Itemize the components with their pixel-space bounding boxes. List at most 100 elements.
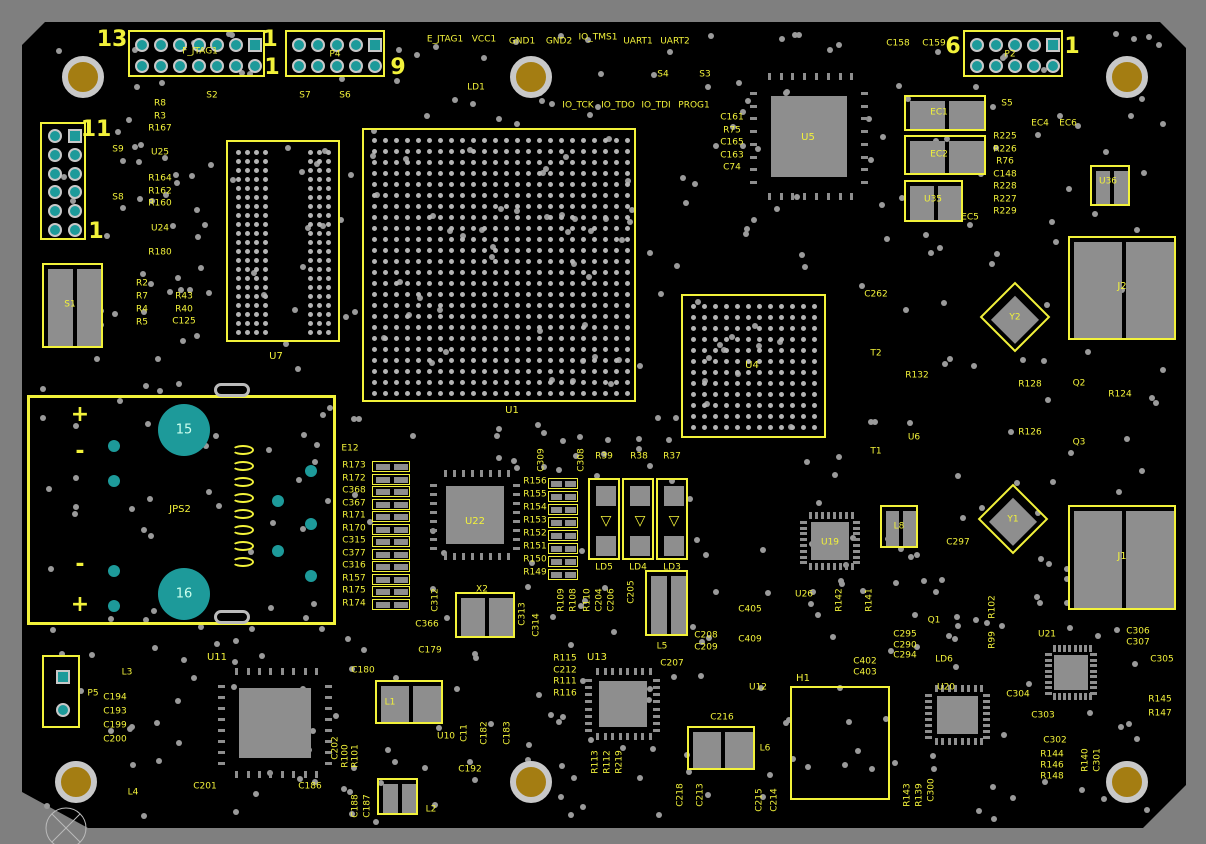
- bga-ball: [460, 193, 465, 198]
- bga-ball: [317, 249, 322, 254]
- bga-ball: [394, 336, 399, 341]
- bga-ball: [757, 403, 762, 408]
- pad: [1074, 511, 1122, 608]
- via: [136, 158, 143, 165]
- bga-ball: [724, 304, 729, 309]
- silk-label-jps2: JPS2: [169, 504, 191, 515]
- bga-ball: [779, 381, 784, 386]
- pin-number: 6: [945, 34, 961, 59]
- via: [655, 812, 662, 819]
- lead: [827, 563, 830, 570]
- bga-ball: [603, 204, 608, 209]
- lead: [513, 483, 520, 487]
- bga-ball: [482, 281, 487, 286]
- lead: [767, 193, 771, 200]
- bga-ball: [746, 414, 751, 419]
- bga-ball: [317, 276, 322, 281]
- bga-ball: [405, 149, 410, 154]
- bga-ball: [526, 215, 531, 220]
- via: [902, 307, 909, 314]
- silk-label-c158: C158: [886, 38, 910, 49]
- mounting-hole: [1106, 56, 1148, 98]
- bga-ball: [449, 237, 454, 242]
- via: [636, 436, 643, 443]
- silk-label-c294: C294: [893, 650, 917, 661]
- via: [301, 432, 308, 439]
- via: [349, 810, 356, 817]
- lead: [611, 733, 615, 740]
- lead: [983, 706, 990, 709]
- silk-label-r101: R101: [350, 744, 361, 768]
- silk-label-r228: R228: [993, 181, 1017, 192]
- pin-pad: [1008, 58, 1022, 73]
- bga-ball: [614, 292, 619, 297]
- lead: [626, 668, 630, 675]
- bga-ball: [383, 391, 388, 396]
- via: [1118, 724, 1125, 731]
- via: [148, 281, 155, 288]
- via: [571, 260, 578, 267]
- pad: [394, 526, 408, 533]
- lead: [1045, 658, 1052, 662]
- bga-ball: [236, 258, 241, 263]
- silk-label-r148: R148: [1040, 771, 1064, 782]
- bga-ball: [372, 160, 377, 165]
- silk-label-c308: C308: [576, 448, 587, 472]
- pad: [910, 141, 945, 173]
- silk-label-c212: C212: [553, 665, 577, 675]
- pin-pad: [191, 58, 206, 73]
- bga-ball: [449, 391, 454, 396]
- bga-ball: [394, 259, 399, 264]
- silk-label-s2: S2: [206, 90, 218, 101]
- bga-ball: [625, 193, 630, 198]
- bga-ball: [308, 249, 313, 254]
- bga-ball: [812, 326, 817, 331]
- bga-ball: [460, 226, 465, 231]
- pad: [551, 533, 562, 539]
- via: [230, 684, 237, 691]
- bga-ball: [548, 193, 553, 198]
- bga-ball: [383, 369, 388, 374]
- bga-ball: [383, 303, 388, 308]
- bga-ball: [263, 168, 268, 173]
- pin-pad: [172, 38, 187, 53]
- bga-ball: [592, 193, 597, 198]
- lead: [603, 733, 607, 740]
- silk-label-c301: C301: [1092, 748, 1103, 772]
- lead: [838, 193, 842, 200]
- mounting-hole: [510, 56, 552, 98]
- via: [155, 355, 162, 362]
- bga-ball: [735, 381, 740, 386]
- silk-label-vcc1: VCC1: [471, 34, 497, 45]
- lead: [513, 537, 520, 541]
- silk-label-r99: R99: [987, 631, 998, 649]
- bga-ball: [603, 369, 608, 374]
- bga-ball: [460, 347, 465, 352]
- bga-ball: [449, 215, 454, 220]
- bga-ball: [471, 303, 476, 308]
- transformer-coil: [232, 461, 254, 471]
- bga-ball: [592, 281, 597, 286]
- bga-ball: [263, 195, 268, 200]
- silk-label-c207: C207: [660, 658, 684, 669]
- lead: [269, 668, 273, 675]
- bga-ball: [394, 358, 399, 363]
- bga-ball: [515, 138, 520, 143]
- via: [540, 430, 547, 437]
- via: [706, 354, 713, 361]
- bga-ball: [603, 237, 608, 242]
- via: [232, 658, 239, 665]
- via: [322, 147, 329, 154]
- via: [1000, 54, 1007, 61]
- lead: [1068, 693, 1072, 700]
- bga-ball: [236, 321, 241, 326]
- bga-ball: [779, 359, 784, 364]
- bga-ball: [438, 193, 443, 198]
- bga-ball: [308, 168, 313, 173]
- lead: [218, 684, 225, 688]
- lead: [303, 668, 307, 675]
- silk-label-u4: U4: [745, 360, 759, 371]
- bga-ball: [515, 149, 520, 154]
- bga-ball: [427, 226, 432, 231]
- bga-ball: [394, 248, 399, 253]
